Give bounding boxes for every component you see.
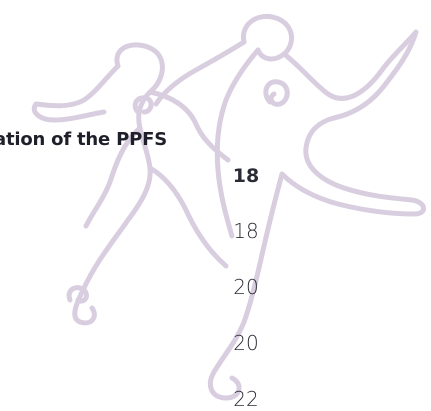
page-number: 18 (233, 219, 259, 243)
page-number: 20 (233, 275, 259, 299)
page-number: 18 (232, 165, 260, 187)
section-heading: ation of the PPFS (0, 129, 167, 150)
page-number: 22 (233, 387, 259, 411)
page-number: 20 (233, 331, 259, 355)
